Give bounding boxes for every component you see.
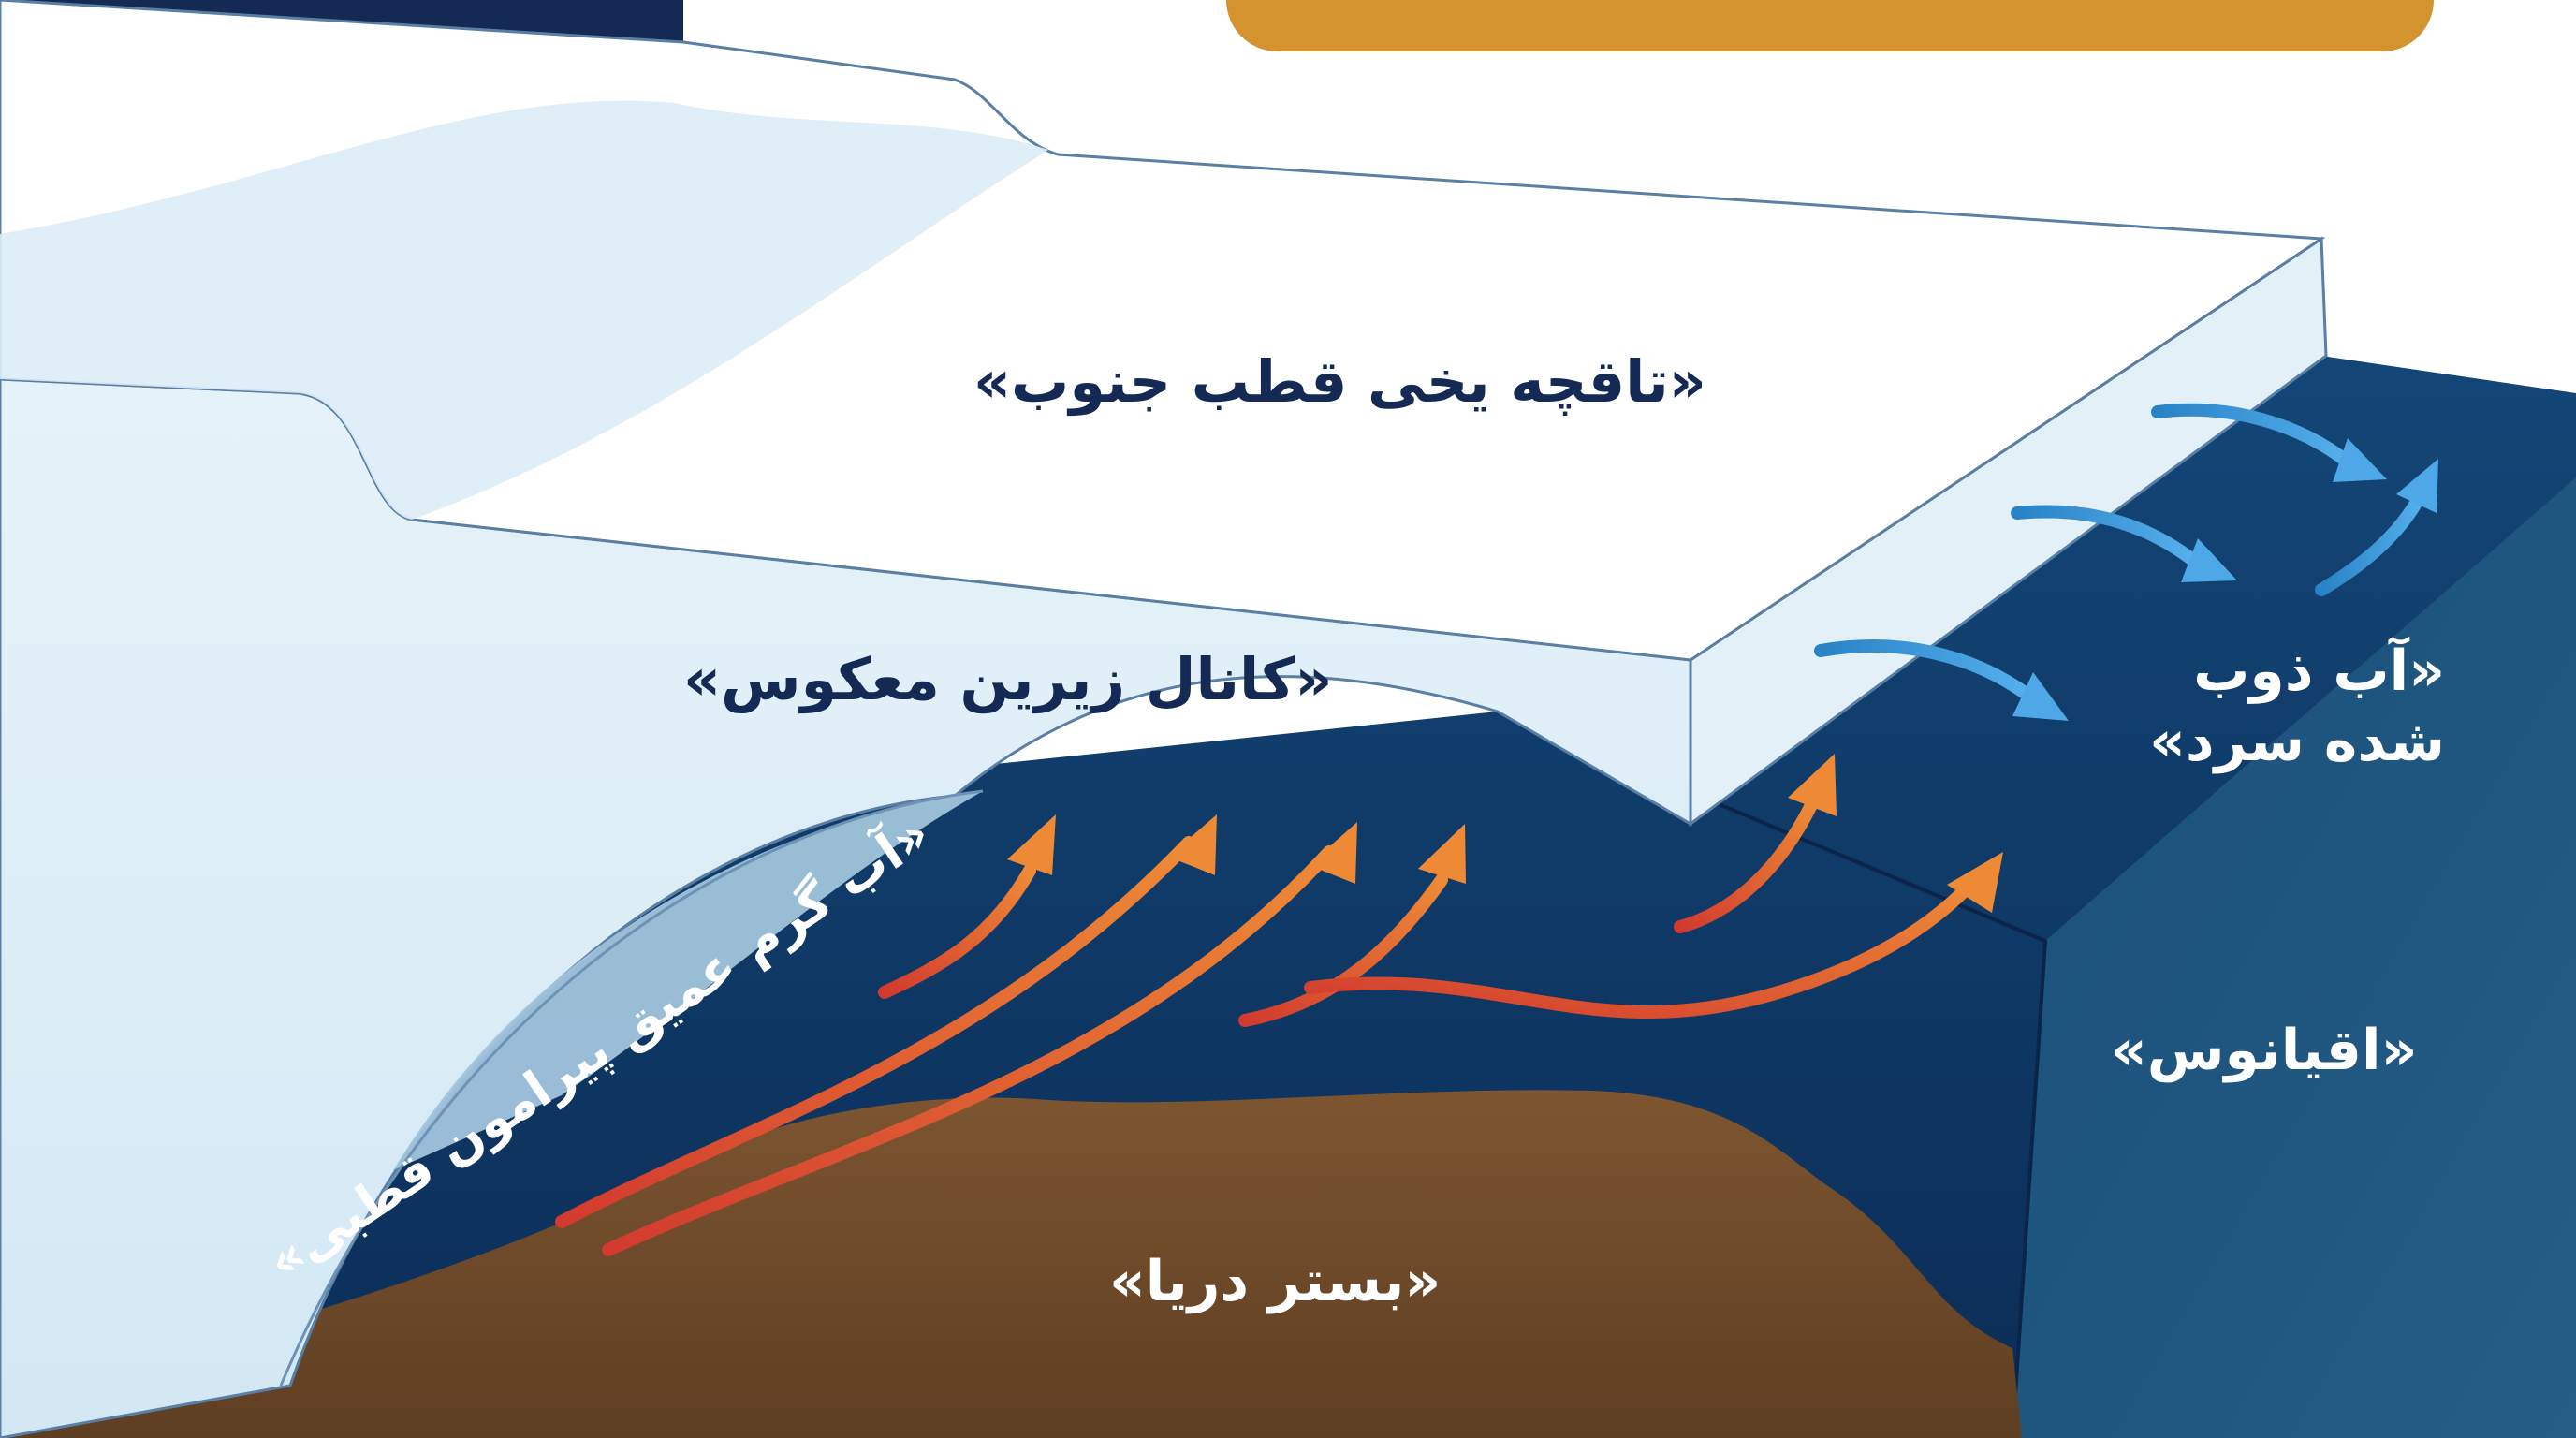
- channel-arch-line: [279, 789, 984, 1387]
- warm-water-arrow: [602, 845, 1336, 1256]
- warm-water-arrow: [555, 836, 1195, 1228]
- ocean-side: [2012, 477, 2576, 1438]
- warm-water-arrowheads: [1007, 754, 2003, 913]
- cold-meltwater-arrow: [1814, 639, 2038, 704]
- warm-water-arrow: [1674, 799, 1818, 933]
- ice-surface-shading: [0, 100, 1048, 520]
- header-banner: [1226, 0, 2434, 51]
- meltwater-label: «آب ذوب شده سرد»: [2149, 638, 2445, 774]
- ocean-label: «اقیانوس»: [2111, 1018, 2418, 1083]
- warm-water-arrow-head: [1309, 822, 1357, 884]
- warm-water-arrow: [878, 864, 1036, 999]
- basal-channel-label: «کانال زیرین معکوس»: [683, 645, 1333, 713]
- seabed-label: «بستر دریا»: [1109, 1249, 1442, 1314]
- warm-water-arrow-head: [1168, 814, 1217, 875]
- cold-meltwater-arrow-head: [2012, 672, 2069, 721]
- cold-meltwater-arrow-head: [2333, 438, 2387, 482]
- cold-meltwater-arrowheads: [2012, 438, 2438, 721]
- cold-meltwater-arrow-head: [2396, 459, 2438, 513]
- cold-meltwater-arrow: [2011, 505, 2202, 568]
- warm-water-arrow-head: [1007, 814, 1056, 875]
- cold-meltwater-arrow: [2151, 403, 2356, 470]
- warm-water-arrow-head: [1947, 852, 2003, 913]
- basal-channel-cavity: [393, 791, 983, 1170]
- warm-water-arrow-head: [1788, 754, 1837, 816]
- warm-water-arrows: [555, 799, 1972, 1256]
- cold-meltwater-arrow-head: [2181, 538, 2237, 582]
- warm-water-arrow-head: [1418, 824, 1466, 884]
- warm-water-arrow: [1304, 883, 1972, 1020]
- ice-shelf-label: «تاقچه یخی قطب جنوب»: [973, 347, 1706, 416]
- seabed: [0, 1090, 2022, 1438]
- warm-water-arrow: [1238, 873, 1448, 1027]
